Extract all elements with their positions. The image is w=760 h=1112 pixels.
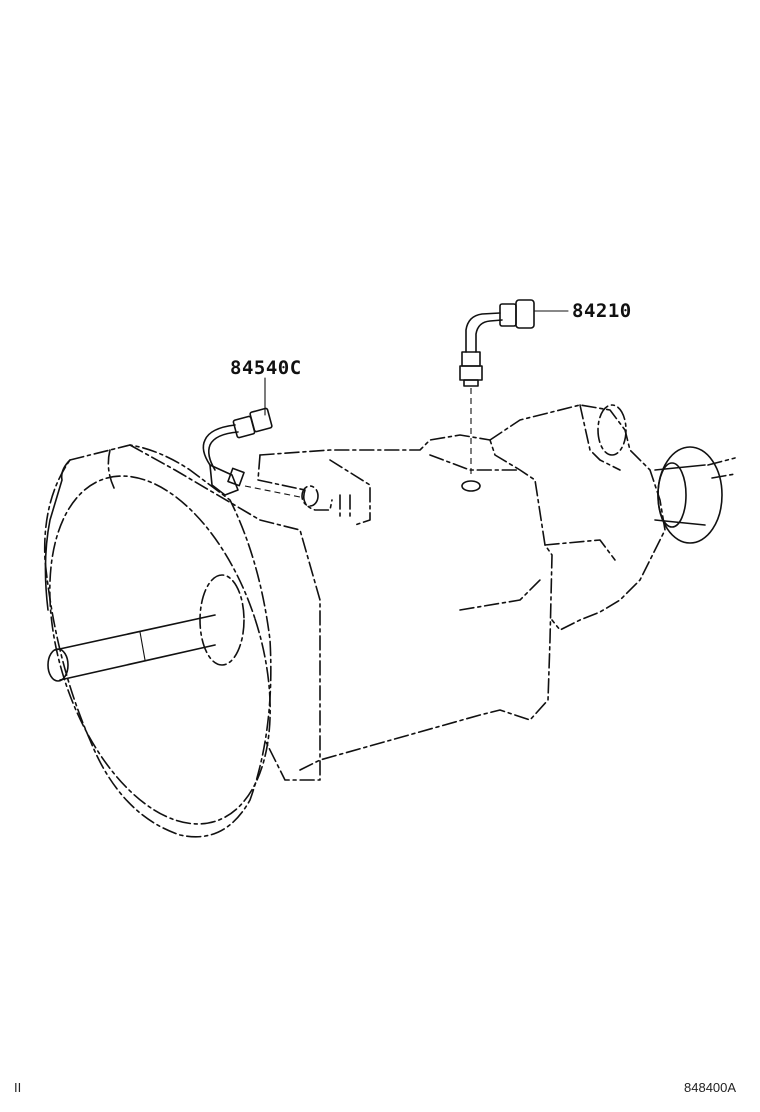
input-shaft [47,574,245,682]
backup-lamp-switch [459,299,535,492]
page-mark: II [14,1080,21,1095]
bell-housing [43,444,321,838]
main-case [257,434,553,771]
speedometer-sensor [202,407,301,498]
part-number-84540C: 84540C [230,357,302,379]
figure-code: 848400A [684,1080,736,1095]
output-flange [654,446,736,544]
part-number-84210: 84210 [572,300,632,322]
extension-housing [489,404,666,631]
